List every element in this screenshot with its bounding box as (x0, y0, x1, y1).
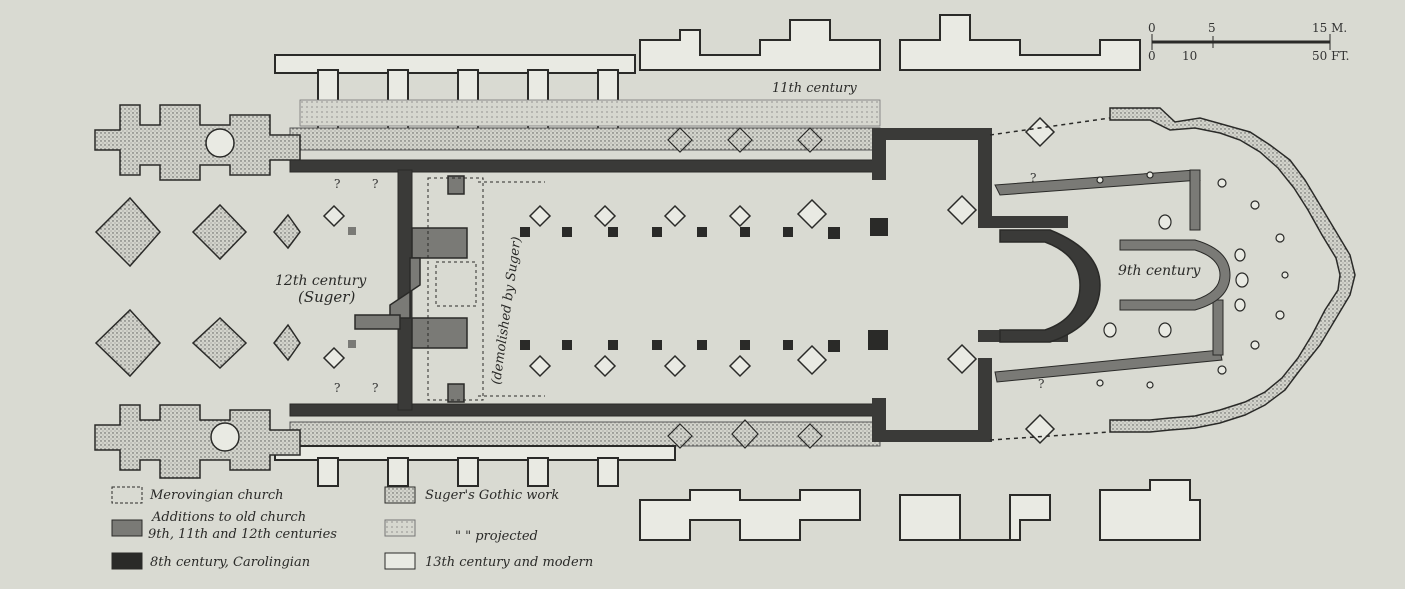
label-11th-century: 11th century (772, 81, 857, 96)
scale-m-15: 15 M. (1312, 21, 1347, 35)
legend: Merovingian church Suger's Gothic work A… (111, 486, 593, 570)
legend-swatch-suger (384, 486, 416, 504)
chevet-radiating-chapels (1109, 107, 1356, 433)
legend-additions-line2: 9th, 11th and 12th centuries (148, 527, 337, 542)
scale-ft-10: 10 (1182, 49, 1197, 63)
legend-suger: Suger's Gothic work (425, 488, 559, 503)
scale-m-5: 5 (1208, 21, 1216, 35)
label-12th-century: 12th century (275, 273, 367, 289)
north-aisle-band (289, 127, 881, 151)
scale-ft-50: 50 FT. (1312, 49, 1349, 63)
nave-column-bases (322, 198, 828, 378)
label-9th-century: 9th century (1118, 263, 1201, 279)
scale-m-0: 0 (1148, 21, 1156, 35)
legend-additions-line1: Additions to old church (151, 510, 306, 525)
south-chapels (274, 445, 1201, 541)
legend-swatch-carolingian (111, 552, 143, 570)
carolingian-apse (999, 229, 1101, 343)
scale-ft-0: 0 (1148, 49, 1156, 63)
south-aisle-piers (667, 127, 823, 449)
svg-text:?: ? (1038, 377, 1044, 391)
svg-text:?: ? (334, 177, 340, 191)
legend-merovingian: Merovingian church (149, 488, 284, 503)
north-aisle-band-upper (299, 99, 881, 127)
svg-text:?: ? (372, 177, 378, 191)
svg-text:?: ? (1030, 171, 1036, 185)
label-suger: (Suger) (298, 288, 355, 306)
narthex-piers (94, 196, 301, 378)
merovingian-outlines (427, 177, 545, 401)
north-chapels (274, 14, 1141, 131)
svg-text:?: ? (334, 381, 340, 395)
legend-swatch-additions (111, 519, 143, 537)
legend-swatch-projected (384, 519, 416, 537)
nave-columns (348, 218, 888, 352)
scale-bar: 0 5 15 M. 0 10 50 FT. (1148, 21, 1349, 63)
legend-swatch-merovingian (111, 486, 143, 504)
chevet-columns (1096, 171, 1289, 389)
legend-modern: 13th century and modern (425, 555, 593, 570)
legend-projected: " " projected (455, 529, 538, 544)
question-marks: ? ? ? ? ? ? (334, 171, 1044, 395)
svg-text:?: ? (372, 381, 378, 395)
legend-swatch-modern (384, 552, 416, 570)
nave-walls (289, 159, 881, 417)
suger-west-additions (354, 175, 468, 403)
west-towers (94, 104, 301, 479)
legend-carolingian: 8th century, Carolingian (150, 555, 310, 570)
south-aisle-band (289, 421, 881, 447)
